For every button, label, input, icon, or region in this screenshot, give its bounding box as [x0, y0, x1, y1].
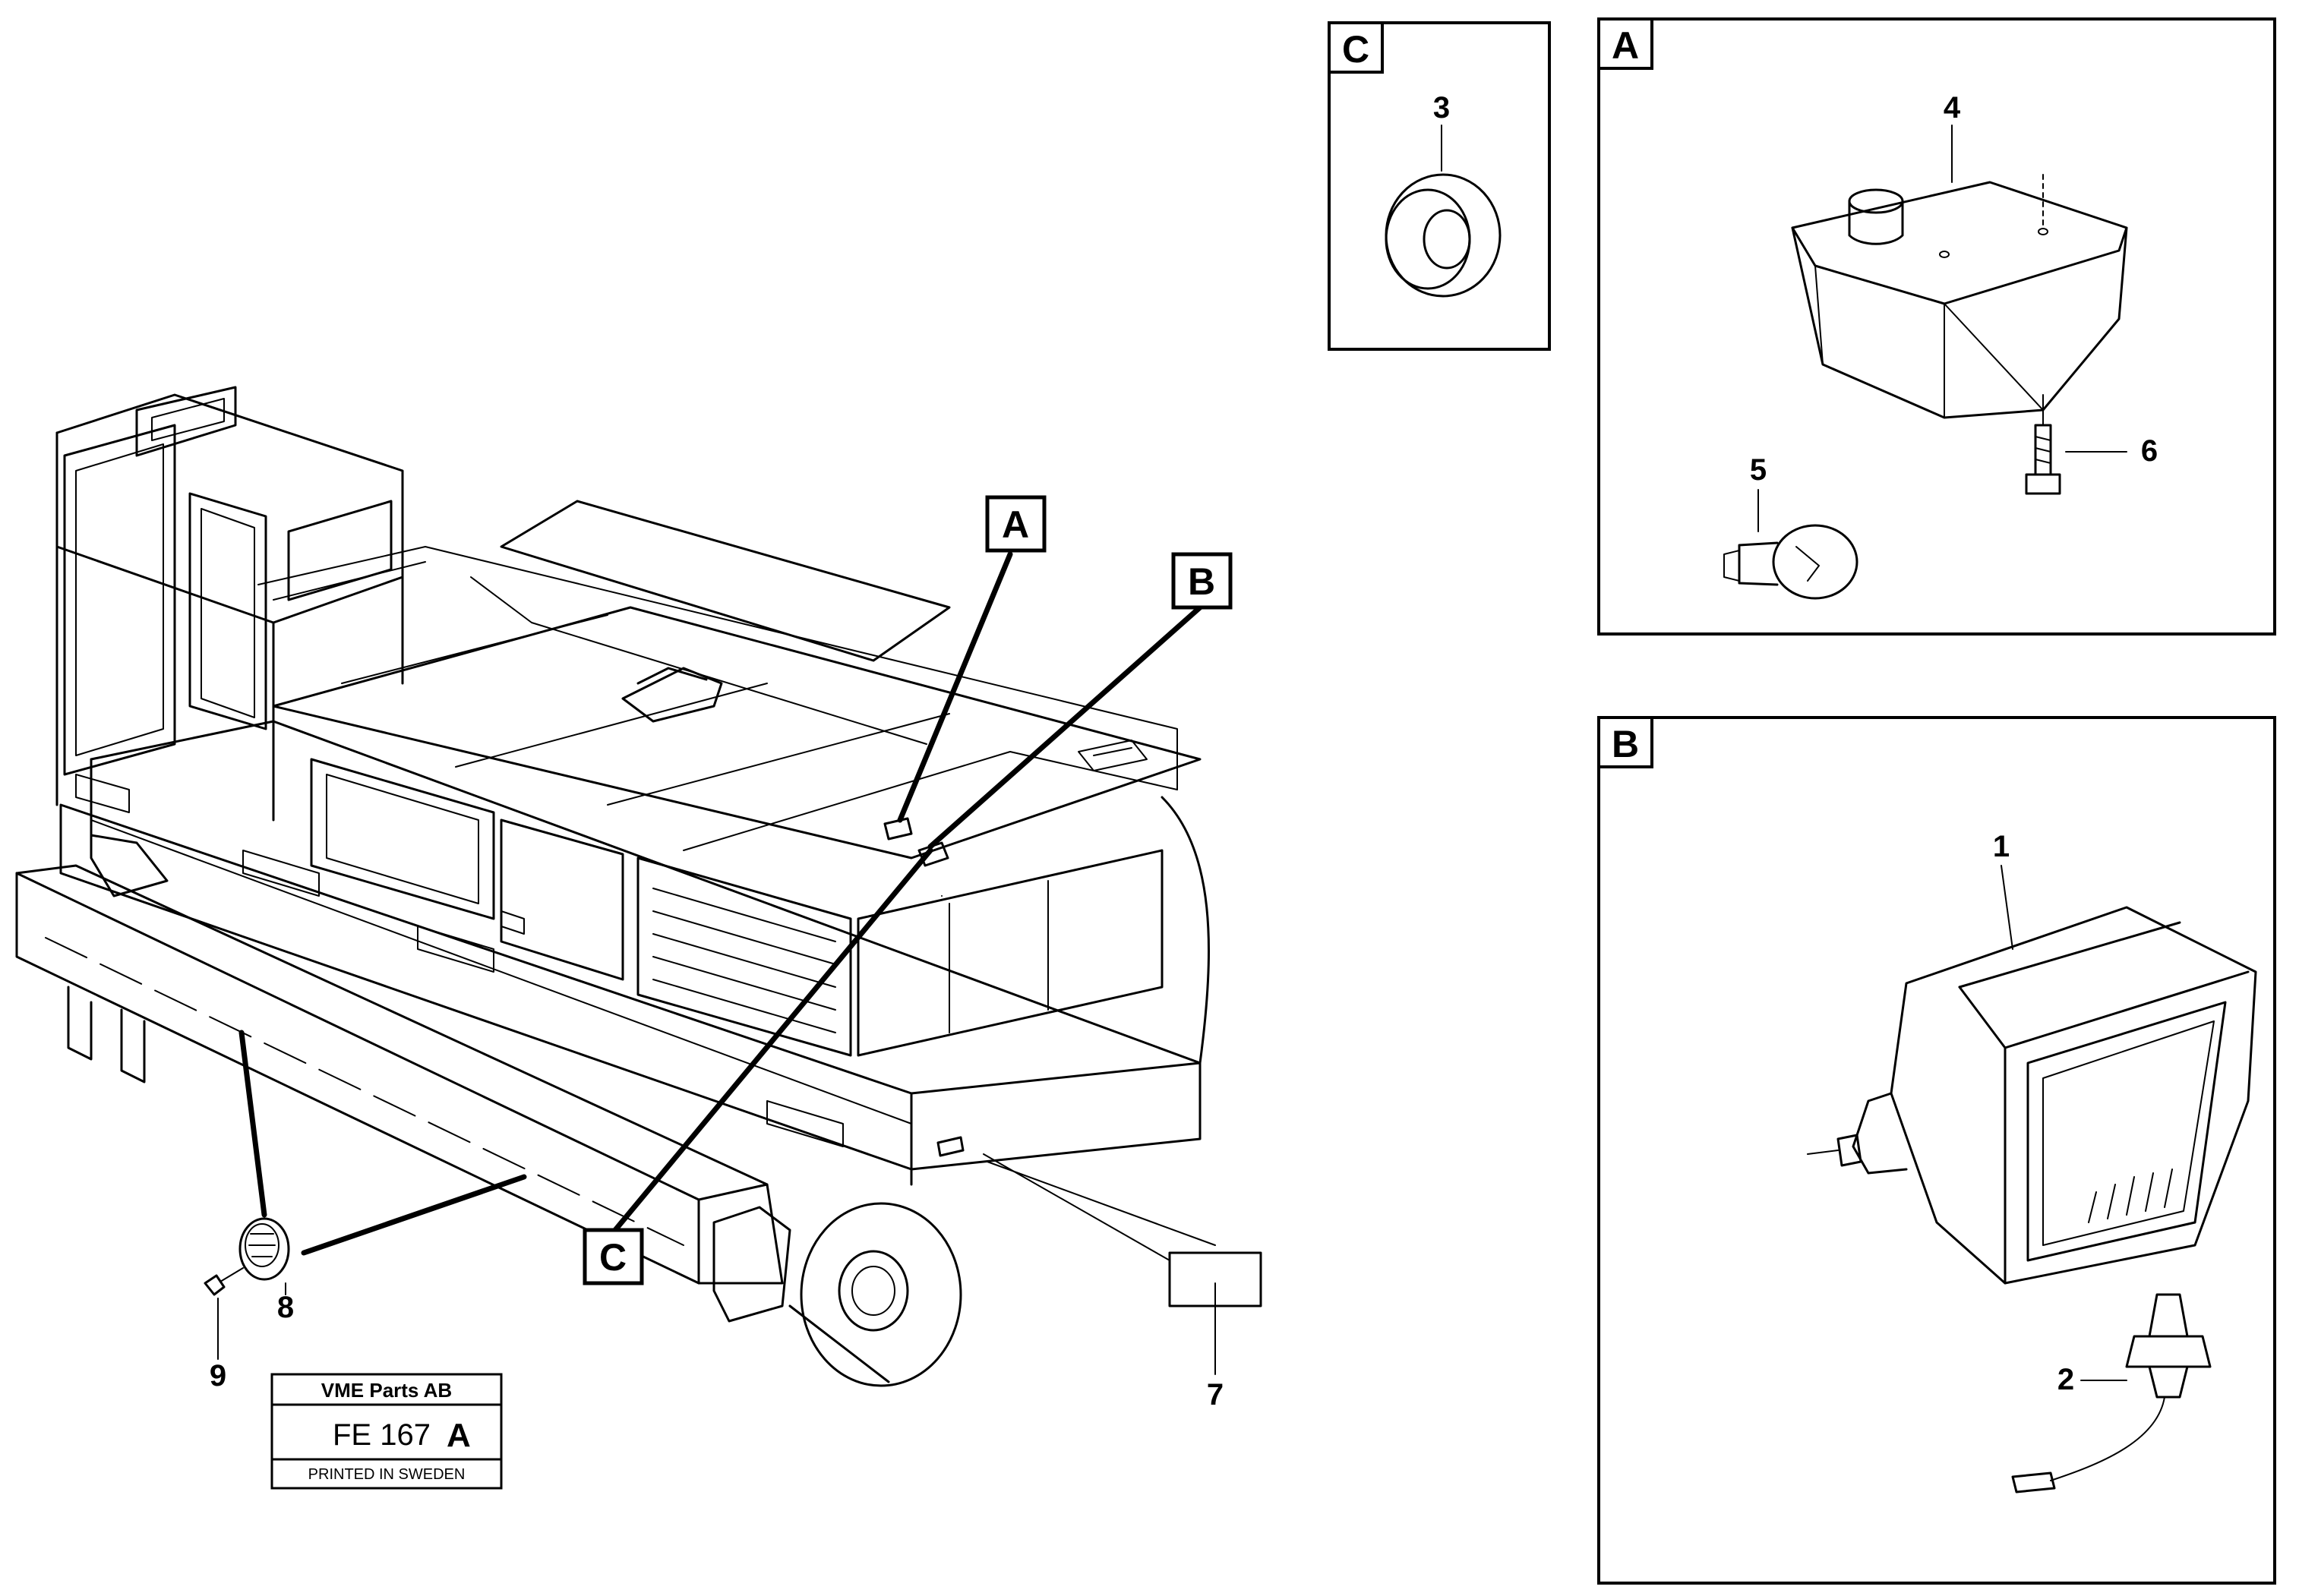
- part-number-7: 7: [1207, 1378, 1224, 1411]
- part-number-1: 1: [1993, 830, 2010, 863]
- title-revision: A: [447, 1417, 471, 1454]
- detail-b-label: B: [1612, 723, 1639, 765]
- callout-label-b: B: [1188, 560, 1215, 603]
- part-6-screw: [2025, 394, 2061, 495]
- title-printed: PRINTED IN SWEDEN: [308, 1466, 466, 1483]
- title-block: VME Parts AB FE 167 A PRINTED IN SWEDEN: [270, 1373, 503, 1490]
- detail-view-c: C 3: [1328, 21, 1551, 351]
- part-number-8: 8: [277, 1291, 294, 1324]
- part-5-bulb: [1723, 524, 1858, 600]
- leader-8-right: [301, 1174, 527, 1256]
- part-8-lamp: [238, 1217, 290, 1281]
- detail-c-label: C: [1342, 28, 1369, 71]
- leader-8-upper: [238, 1030, 267, 1218]
- part-number-4: 4: [1944, 91, 1961, 125]
- part-4-lamp-housing: [1791, 174, 2128, 419]
- leader-b: [927, 604, 1203, 850]
- callout-box-c-main: C: [583, 1228, 644, 1285]
- detail-view-a: A 4 6 5: [1597, 17, 2276, 636]
- part-2-bulb-holder: [2011, 1293, 2212, 1493]
- detail-a-label: A: [1612, 24, 1639, 67]
- part-number-3: 3: [1433, 91, 1450, 125]
- title-company: VME Parts AB: [321, 1379, 452, 1402]
- leader-c: [612, 847, 933, 1233]
- part-1-work-light: [1807, 906, 2257, 1285]
- part-number-9: 9: [210, 1359, 226, 1393]
- part-number-6: 6: [2141, 434, 2158, 468]
- part-number-5: 5: [1750, 453, 1767, 487]
- callout-label-c: C: [599, 1236, 627, 1279]
- excavator-illustration: [15, 386, 1211, 1387]
- part-7-reflector: [1168, 1251, 1262, 1307]
- leader-a: [897, 551, 1013, 823]
- callout-box-a-main: A: [985, 495, 1047, 553]
- part-number-2: 2: [2057, 1363, 2074, 1396]
- callout-label-a: A: [1002, 503, 1029, 546]
- title-drawing-number: FE 167: [333, 1418, 431, 1452]
- detail-view-b: B 1 2: [1597, 716, 2276, 1585]
- part-3-grommet: [1385, 173, 1502, 298]
- leader-lines: [238, 551, 1216, 1375]
- callout-box-b-main: B: [1171, 552, 1233, 610]
- part-9-screw: [204, 1267, 244, 1296]
